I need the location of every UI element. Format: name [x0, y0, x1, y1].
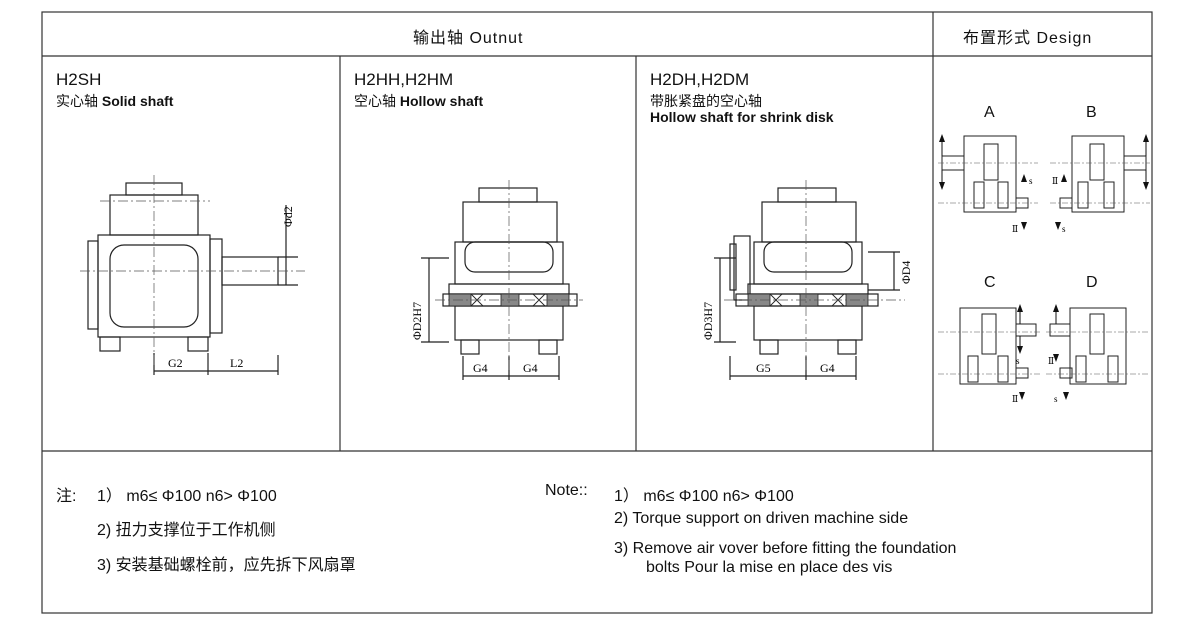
design-b-diagram: Ⅱ s [1050, 134, 1150, 234]
design-c-diagram: s Ⅱ [938, 304, 1040, 404]
shaft-type-en: Solid shaft [101, 93, 174, 109]
shaft-type-cn: 空心轴 [354, 93, 396, 109]
notes-cn-item-2: 2) 扭力支撑位于工作机侧 [97, 522, 276, 539]
shaft-label-s: s [1029, 176, 1033, 186]
hollow-shaft-drawing: ΦD2H7 G4 G4 [410, 180, 583, 380]
shaft-type-shrink-en: Hollow shaft for shrink disk [650, 109, 834, 125]
design-d-diagram: Ⅱ s [1046, 304, 1148, 404]
dim-d4-label: ΦD4 [899, 261, 913, 284]
shaft-label-s: s [1016, 356, 1020, 366]
model-h2hh-h2hm: H2HH,H2HM [354, 70, 454, 89]
notes-en-item-2: 2) Torque support on driven machine side [614, 510, 909, 527]
dim-g4-left-label: G4 [473, 361, 488, 375]
solid-shaft-drawing: Φd2 G2 L2 [80, 175, 305, 375]
design-letter-c: C [984, 274, 996, 291]
dim-l2-label: L2 [230, 356, 243, 370]
notes-en-prefix: Note:: [545, 482, 588, 499]
model-h2dh-h2dm: H2DH,H2DM [650, 70, 750, 89]
output-shaft-header: 输出轴 Outnut [413, 30, 524, 47]
shaft-type-shrink-cn: 带胀紧盘的空心轴 [650, 93, 762, 109]
notes-en-item-1: 1） m6≤ Φ100 n6> Φ100 [614, 488, 794, 505]
dim-g4-right-label: G4 [523, 361, 538, 375]
notes-cn-prefix: 注: [56, 488, 77, 505]
shaft-label-s: s [1054, 394, 1058, 404]
design-letter-d: D [1086, 274, 1098, 291]
shaft-type-en: Hollow shaft [399, 93, 484, 109]
model-h2sh: H2SH [56, 70, 102, 89]
notes-cn-item-3: 3) 安装基础螺栓前，应先拆下风扇罩 [97, 557, 356, 574]
design-letter-a: A [984, 104, 995, 121]
dim-g5-label: G5 [756, 361, 771, 375]
shrink-disk-shaft-drawing: ΦD3H7 ΦD4 G5 G4 [701, 180, 913, 380]
dim-d3h7-label: ΦD3H7 [701, 302, 715, 340]
dim-g4-label: G4 [820, 361, 835, 375]
shaft-label-ii: Ⅱ [1052, 176, 1058, 186]
notes-en-item-3-cont: bolts Pour la mise en place des vis [646, 559, 893, 576]
design-letter-b: B [1086, 104, 1097, 121]
design-a-diagram: s Ⅱ [938, 134, 1038, 234]
shaft-type-cn: 实心轴 [56, 93, 98, 109]
notes-cn-item-1: 1） m6≤ Φ100 n6> Φ100 [97, 488, 277, 505]
shaft-type-hollow: 空心轴 Hollow shaft [354, 91, 483, 111]
shaft-label-ii: Ⅱ [1012, 224, 1018, 234]
shaft-label-ii: Ⅱ [1012, 394, 1018, 404]
shaft-type-solid: 实心轴 Solid shaft [56, 91, 173, 111]
design-header: 布置形式 Design [963, 30, 1093, 47]
shaft-label-s: s [1062, 224, 1066, 234]
dim-diameter-label: Φd2 [281, 206, 295, 227]
notes-en-item-3: 3) Remove air vover before fitting the f… [614, 540, 957, 557]
dim-d2h7-label: ΦD2H7 [410, 302, 424, 340]
shaft-label-ii: Ⅱ [1048, 356, 1054, 366]
dim-g2-label: G2 [168, 356, 183, 370]
